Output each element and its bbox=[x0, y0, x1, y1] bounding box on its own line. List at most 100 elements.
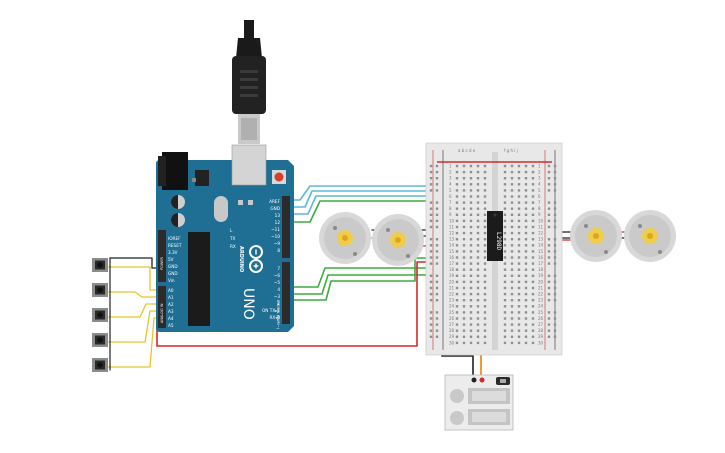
breadboard-hole[interactable] bbox=[455, 195, 459, 198]
breadboard-hole[interactable] bbox=[455, 189, 459, 192]
breadboard-hole[interactable] bbox=[510, 183, 514, 186]
breadboard-hole[interactable] bbox=[517, 189, 521, 192]
breadboard-hole[interactable] bbox=[455, 238, 459, 241]
breadboard-hole[interactable] bbox=[510, 280, 514, 284]
dc-motor-4[interactable] bbox=[624, 210, 676, 262]
breadboard-hole[interactable] bbox=[462, 219, 466, 223]
rail-hole[interactable] bbox=[429, 244, 433, 247]
rail-hole[interactable] bbox=[547, 280, 551, 284]
breadboard-hole[interactable] bbox=[469, 244, 473, 247]
breadboard-hole[interactable] bbox=[524, 323, 528, 326]
rail-hole[interactable] bbox=[553, 311, 557, 314]
breadboard-hole[interactable] bbox=[462, 164, 466, 168]
breadboard-hole[interactable] bbox=[469, 341, 473, 345]
breadboard-hole[interactable] bbox=[503, 170, 507, 174]
rail-hole[interactable] bbox=[553, 280, 557, 284]
rail-hole[interactable] bbox=[547, 238, 551, 241]
breadboard-hole[interactable] bbox=[469, 207, 473, 210]
breadboard-hole[interactable] bbox=[455, 250, 459, 253]
breadboard-hole[interactable] bbox=[510, 292, 514, 296]
rail-hole[interactable] bbox=[547, 256, 551, 259]
breadboard-hole[interactable] bbox=[503, 195, 507, 198]
breadboard-hole[interactable] bbox=[483, 329, 487, 332]
rail-hole[interactable] bbox=[547, 225, 551, 229]
breadboard-hole[interactable] bbox=[455, 305, 459, 308]
breadboard-hole[interactable] bbox=[531, 170, 535, 174]
rail-hole[interactable] bbox=[429, 201, 433, 204]
breadboard-hole[interactable] bbox=[503, 280, 507, 284]
breadboard-hole[interactable] bbox=[503, 256, 507, 259]
breadboard-hole[interactable] bbox=[517, 262, 521, 265]
breadboard-hole[interactable] bbox=[476, 164, 480, 168]
dc-motor-3[interactable] bbox=[570, 210, 622, 262]
breadboard-hole[interactable] bbox=[483, 238, 487, 241]
breadboard-hole[interactable] bbox=[483, 292, 487, 296]
rail-hole[interactable] bbox=[429, 213, 433, 216]
breadboard-hole[interactable] bbox=[483, 207, 487, 210]
breadboard-hole[interactable] bbox=[524, 262, 528, 265]
breadboard-hole[interactable] bbox=[510, 274, 514, 277]
rail-hole[interactable] bbox=[553, 213, 557, 216]
breadboard-hole[interactable] bbox=[517, 213, 521, 216]
breadboard-hole[interactable] bbox=[524, 189, 528, 192]
breadboard-hole[interactable] bbox=[455, 323, 459, 326]
rail-hole[interactable] bbox=[547, 317, 551, 320]
breadboard-hole[interactable] bbox=[462, 311, 466, 314]
breadboard-hole[interactable] bbox=[531, 286, 535, 290]
breadboard-hole[interactable] bbox=[503, 286, 507, 290]
breadboard-hole[interactable] bbox=[503, 317, 507, 320]
rail-hole[interactable] bbox=[547, 170, 551, 174]
breadboard-hole[interactable] bbox=[531, 256, 535, 259]
breadboard-hole[interactable] bbox=[517, 170, 521, 174]
rail-hole[interactable] bbox=[435, 183, 439, 186]
breadboard-hole[interactable] bbox=[476, 323, 480, 326]
breadboard-hole[interactable] bbox=[531, 292, 535, 296]
breadboard-hole[interactable] bbox=[531, 250, 535, 253]
breadboard-hole[interactable] bbox=[462, 305, 466, 308]
breadboard-hole[interactable] bbox=[462, 201, 466, 204]
breadboard-hole[interactable] bbox=[462, 292, 466, 296]
rail-hole[interactable] bbox=[547, 189, 551, 192]
breadboard-hole[interactable] bbox=[483, 335, 487, 338]
breadboard-hole[interactable] bbox=[455, 225, 459, 229]
rail-hole[interactable] bbox=[547, 164, 551, 168]
breadboard-hole[interactable] bbox=[524, 286, 528, 290]
breadboard-hole[interactable] bbox=[476, 201, 480, 204]
rail-hole[interactable] bbox=[435, 311, 439, 314]
breadboard-hole[interactable] bbox=[455, 286, 459, 290]
breadboard-hole[interactable] bbox=[524, 299, 528, 302]
breadboard-hole[interactable] bbox=[469, 219, 473, 223]
breadboard-hole[interactable] bbox=[469, 170, 473, 174]
breadboard-hole[interactable] bbox=[517, 323, 521, 326]
breadboard-hole[interactable] bbox=[510, 177, 514, 180]
breadboard-hole[interactable] bbox=[455, 268, 459, 271]
breadboard-hole[interactable] bbox=[517, 207, 521, 210]
breadboard-hole[interactable] bbox=[483, 195, 487, 198]
dc-motor-2[interactable] bbox=[372, 214, 424, 266]
breadboard-hole[interactable] bbox=[455, 201, 459, 204]
breadboard-hole[interactable] bbox=[531, 329, 535, 332]
rail-hole[interactable] bbox=[547, 219, 551, 223]
breadboard-hole[interactable] bbox=[469, 189, 473, 192]
rail-hole[interactable] bbox=[553, 329, 557, 332]
breadboard-hole[interactable] bbox=[469, 292, 473, 296]
breadboard-hole[interactable] bbox=[531, 268, 535, 271]
wire-yellow-2[interactable] bbox=[107, 291, 164, 298]
breadboard-hole[interactable] bbox=[476, 274, 480, 277]
push-button-3[interactable] bbox=[92, 308, 108, 322]
breadboard-hole[interactable] bbox=[469, 250, 473, 253]
breadboard-hole[interactable] bbox=[524, 341, 528, 345]
breadboard-hole[interactable] bbox=[510, 195, 514, 198]
breadboard-hole[interactable] bbox=[510, 305, 514, 308]
breadboard-hole[interactable] bbox=[476, 183, 480, 186]
rail-hole[interactable] bbox=[553, 189, 557, 192]
breadboard-hole[interactable] bbox=[531, 231, 535, 235]
rail-hole[interactable] bbox=[429, 292, 433, 296]
rail-hole[interactable] bbox=[435, 323, 439, 326]
breadboard-hole[interactable] bbox=[503, 189, 507, 192]
breadboard-hole[interactable] bbox=[455, 299, 459, 302]
breadboard-hole[interactable] bbox=[469, 262, 473, 265]
breadboard-hole[interactable] bbox=[476, 177, 480, 180]
breadboard-hole[interactable] bbox=[517, 329, 521, 332]
rail-hole[interactable] bbox=[429, 189, 433, 192]
